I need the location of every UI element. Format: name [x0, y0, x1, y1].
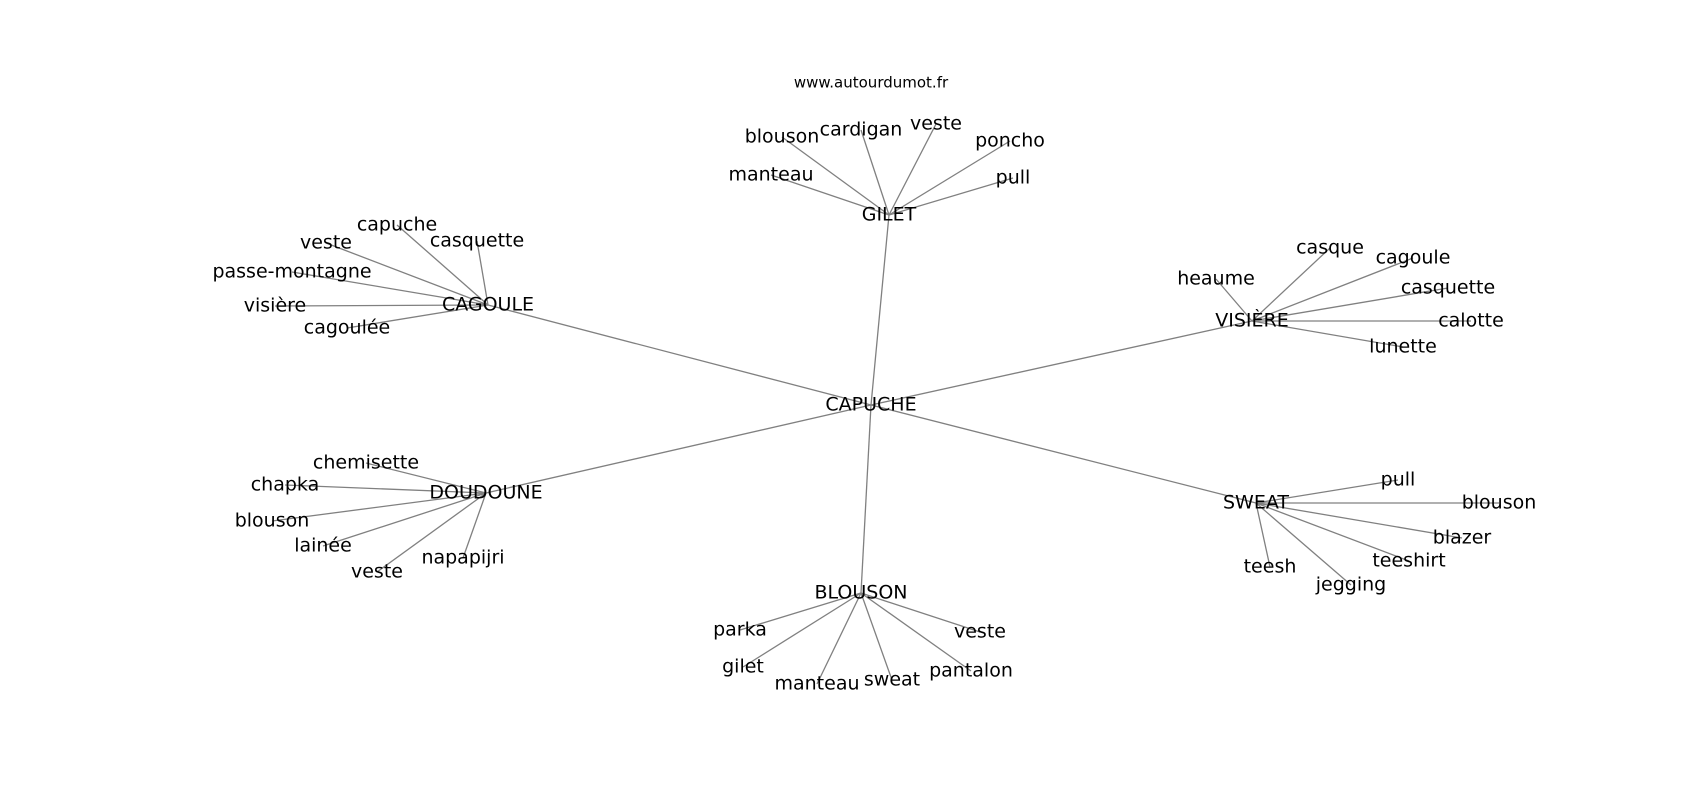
leaf-node-gilet[interactable]: blouson [745, 126, 820, 148]
edge-cagoule-leaf [291, 271, 489, 306]
edge-sweat-leaf [1255, 479, 1399, 504]
edge-doudoune-leaf [365, 462, 487, 494]
leaf-node-gilet[interactable]: poncho [975, 130, 1045, 152]
leaf-node-gilet[interactable]: cardigan [820, 119, 903, 141]
edge-visiere-leaf [1251, 257, 1414, 322]
graph-edges [271, 123, 1499, 685]
edge-cagoule-leaf [396, 224, 489, 306]
edge-center-sweat [870, 404, 1257, 504]
leaf-node-visiere[interactable]: cagoule [1376, 247, 1451, 269]
hub-node-gilet[interactable]: GILET [862, 204, 917, 226]
leaf-node-doudoune[interactable]: napapijri [421, 547, 504, 569]
hub-node-cagoule[interactable]: CAGOULE [442, 294, 534, 316]
center-node[interactable]: CAPUCHE [825, 394, 916, 416]
edge-cagoule-leaf [476, 240, 489, 306]
edge-doudoune-leaf [271, 492, 487, 522]
edge-visiere-leaf [1251, 320, 1404, 348]
edge-blouson-leaf [860, 592, 981, 633]
edge-cagoule-leaf [346, 304, 489, 329]
edge-center-doudoune [485, 404, 872, 494]
leaf-node-sweat[interactable]: teeshirt [1372, 550, 1445, 572]
edge-doudoune-leaf [462, 492, 487, 559]
leaf-node-cagoule[interactable]: visière [244, 295, 306, 317]
edge-blouson-leaf [739, 592, 862, 631]
leaf-node-sweat[interactable]: blazer [1433, 527, 1492, 549]
hub-node-visiere[interactable]: VISIÈRE [1215, 309, 1288, 332]
edge-doudoune-leaf [284, 484, 487, 494]
leaf-node-doudoune[interactable]: veste [351, 561, 403, 583]
leaf-node-gilet[interactable]: veste [910, 113, 962, 135]
leaf-node-doudoune[interactable]: blouson [235, 510, 310, 532]
edge-sweat-leaf [1255, 502, 1271, 568]
edge-sweat-leaf [1255, 502, 1352, 586]
leaf-node-doudoune[interactable]: chemisette [313, 452, 419, 474]
edge-visiere-leaf [1251, 247, 1331, 322]
leaf-node-cagoule[interactable]: casquette [430, 230, 524, 252]
leaf-node-sweat[interactable]: teesh [1244, 556, 1297, 578]
hub-node-blouson[interactable]: BLOUSON [814, 582, 907, 604]
leaf-node-doudoune[interactable]: lainée [294, 535, 352, 557]
edge-gilet-leaf [888, 123, 937, 216]
site-watermark[interactable]: www.autourdumot.fr [794, 74, 949, 92]
leaf-node-visiere[interactable]: heaume [1177, 268, 1255, 290]
edge-blouson-leaf [816, 592, 862, 685]
edge-doudoune-leaf [376, 492, 487, 573]
leaf-node-sweat[interactable]: jegging [1315, 574, 1386, 596]
leaf-node-blouson[interactable]: gilet [722, 656, 764, 678]
edge-center-cagoule [487, 304, 872, 406]
leaf-node-cagoule[interactable]: passe-montagne [212, 261, 371, 283]
leaf-node-blouson[interactable]: parka [713, 619, 767, 641]
edge-center-blouson [860, 404, 872, 594]
leaf-node-cagoule[interactable]: cagoulée [304, 317, 390, 339]
edge-gilet-leaf [770, 174, 890, 216]
edge-blouson-leaf [742, 592, 862, 668]
leaf-node-gilet[interactable]: pull [996, 167, 1031, 189]
leaf-node-visiere[interactable]: calotte [1438, 310, 1504, 332]
edge-blouson-leaf [860, 592, 972, 672]
leaf-node-sweat[interactable]: pull [1381, 469, 1416, 491]
leaf-node-blouson[interactable]: manteau [774, 673, 859, 695]
leaf-node-visiere[interactable]: casquette [1401, 277, 1495, 299]
edge-gilet-leaf [888, 140, 1011, 216]
edge-center-visiere [870, 320, 1253, 406]
edge-sweat-leaf [1255, 502, 1410, 562]
hub-node-sweat[interactable]: SWEAT [1223, 492, 1289, 514]
edge-gilet-leaf [860, 129, 890, 216]
leaf-node-cagoule[interactable]: capuche [357, 214, 437, 236]
edge-sweat-leaf [1255, 502, 1463, 539]
leaf-node-sweat[interactable]: blouson [1462, 492, 1537, 514]
edge-center-gilet [870, 214, 890, 406]
leaf-node-visiere[interactable]: lunette [1369, 336, 1437, 358]
edge-doudoune-leaf [322, 492, 487, 547]
edge-gilet-leaf [888, 177, 1014, 216]
leaf-node-blouson[interactable]: sweat [864, 669, 920, 691]
leaf-node-blouson[interactable]: veste [954, 621, 1006, 643]
hub-node-doudoune[interactable]: DOUDOUNE [429, 482, 542, 504]
edge-gilet-leaf [781, 136, 890, 216]
edge-blouson-leaf [860, 592, 893, 681]
leaf-node-visiere[interactable]: casque [1296, 237, 1364, 259]
leaf-node-doudoune[interactable]: chapka [251, 474, 320, 496]
leaf-node-cagoule[interactable]: veste [300, 232, 352, 254]
edge-visiere-leaf [1251, 287, 1449, 322]
edge-visiere-leaf [1215, 278, 1253, 322]
edge-cagoule-leaf [325, 242, 489, 306]
leaf-node-blouson[interactable]: pantalon [929, 660, 1013, 682]
edge-cagoule-leaf [274, 304, 489, 307]
leaf-node-gilet[interactable]: manteau [728, 164, 813, 186]
